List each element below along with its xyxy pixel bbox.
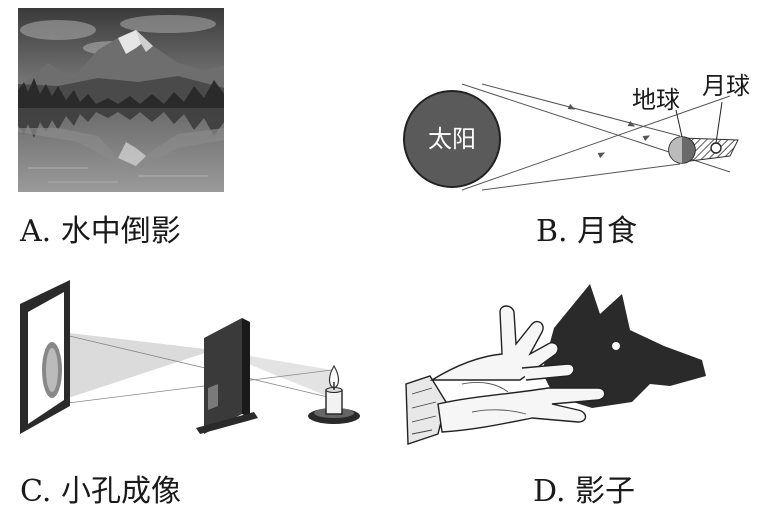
dog-shadow [542, 284, 706, 408]
moon-label: 月球 [702, 72, 750, 100]
ray-bottom-cross [461, 95, 731, 191]
panel-reflection-photo [18, 8, 224, 192]
panel-lunar-eclipse-diagram: 太阳 地球 月球 [403, 72, 750, 191]
moon-globe [710, 142, 722, 154]
hand-upper [429, 305, 559, 381]
ray-top [481, 83, 681, 137]
panel-hand-shadow-diagram [405, 284, 706, 445]
pinhole-board [204, 318, 242, 434]
hand-lower [437, 387, 606, 433]
sun-disk [403, 90, 501, 188]
image-cone [44, 330, 214, 406]
panel-pinhole-diagram [20, 280, 360, 434]
caption-c: C. 小孔成像 [20, 474, 181, 509]
caption-a: A. 水中倒影 [20, 214, 181, 249]
sun-label: 太阳 [428, 125, 476, 153]
candle-body [325, 389, 343, 415]
ray-bottom [481, 163, 681, 191]
caption-d: D. 影子 [533, 474, 636, 509]
earth-label: 地球 [632, 86, 680, 114]
caption-b: B. 月食 [536, 214, 638, 249]
